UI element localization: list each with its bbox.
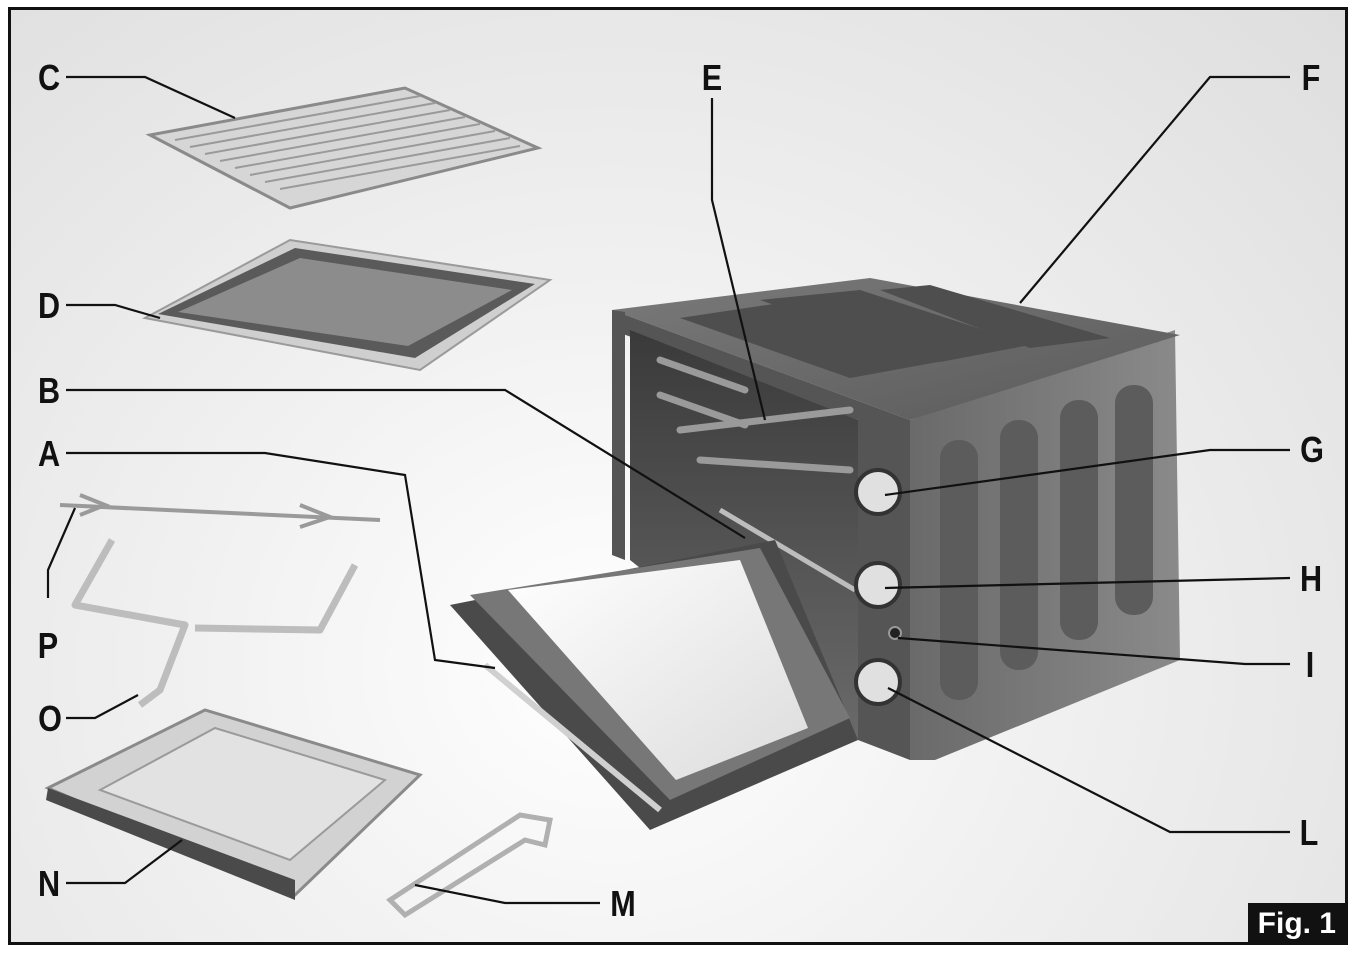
label-i: I (1305, 644, 1315, 685)
label-o: O (38, 698, 62, 739)
label-f: F (1301, 57, 1321, 98)
spit-support (71, 538, 359, 708)
rotisserie-spit (59, 493, 381, 529)
label-h: H (1299, 558, 1323, 599)
label-e: E (701, 57, 723, 98)
label-n: N (37, 863, 61, 904)
label-c: C (37, 57, 61, 98)
baking-tray (142, 238, 553, 372)
label-a: A (37, 433, 61, 474)
label-p: P (37, 625, 59, 666)
wire-rack (145, 86, 543, 210)
label-m: M (610, 883, 636, 924)
oven-body (450, 278, 1180, 830)
figure-number: Fig. 1 (1247, 903, 1348, 945)
label-b: B (37, 370, 61, 411)
leader-lines (46, 75, 1291, 905)
drip-pan (44, 708, 423, 900)
tray-handle (386, 812, 553, 919)
label-l: L (1299, 812, 1319, 853)
label-d: D (37, 285, 61, 326)
label-g: G (1300, 429, 1324, 470)
